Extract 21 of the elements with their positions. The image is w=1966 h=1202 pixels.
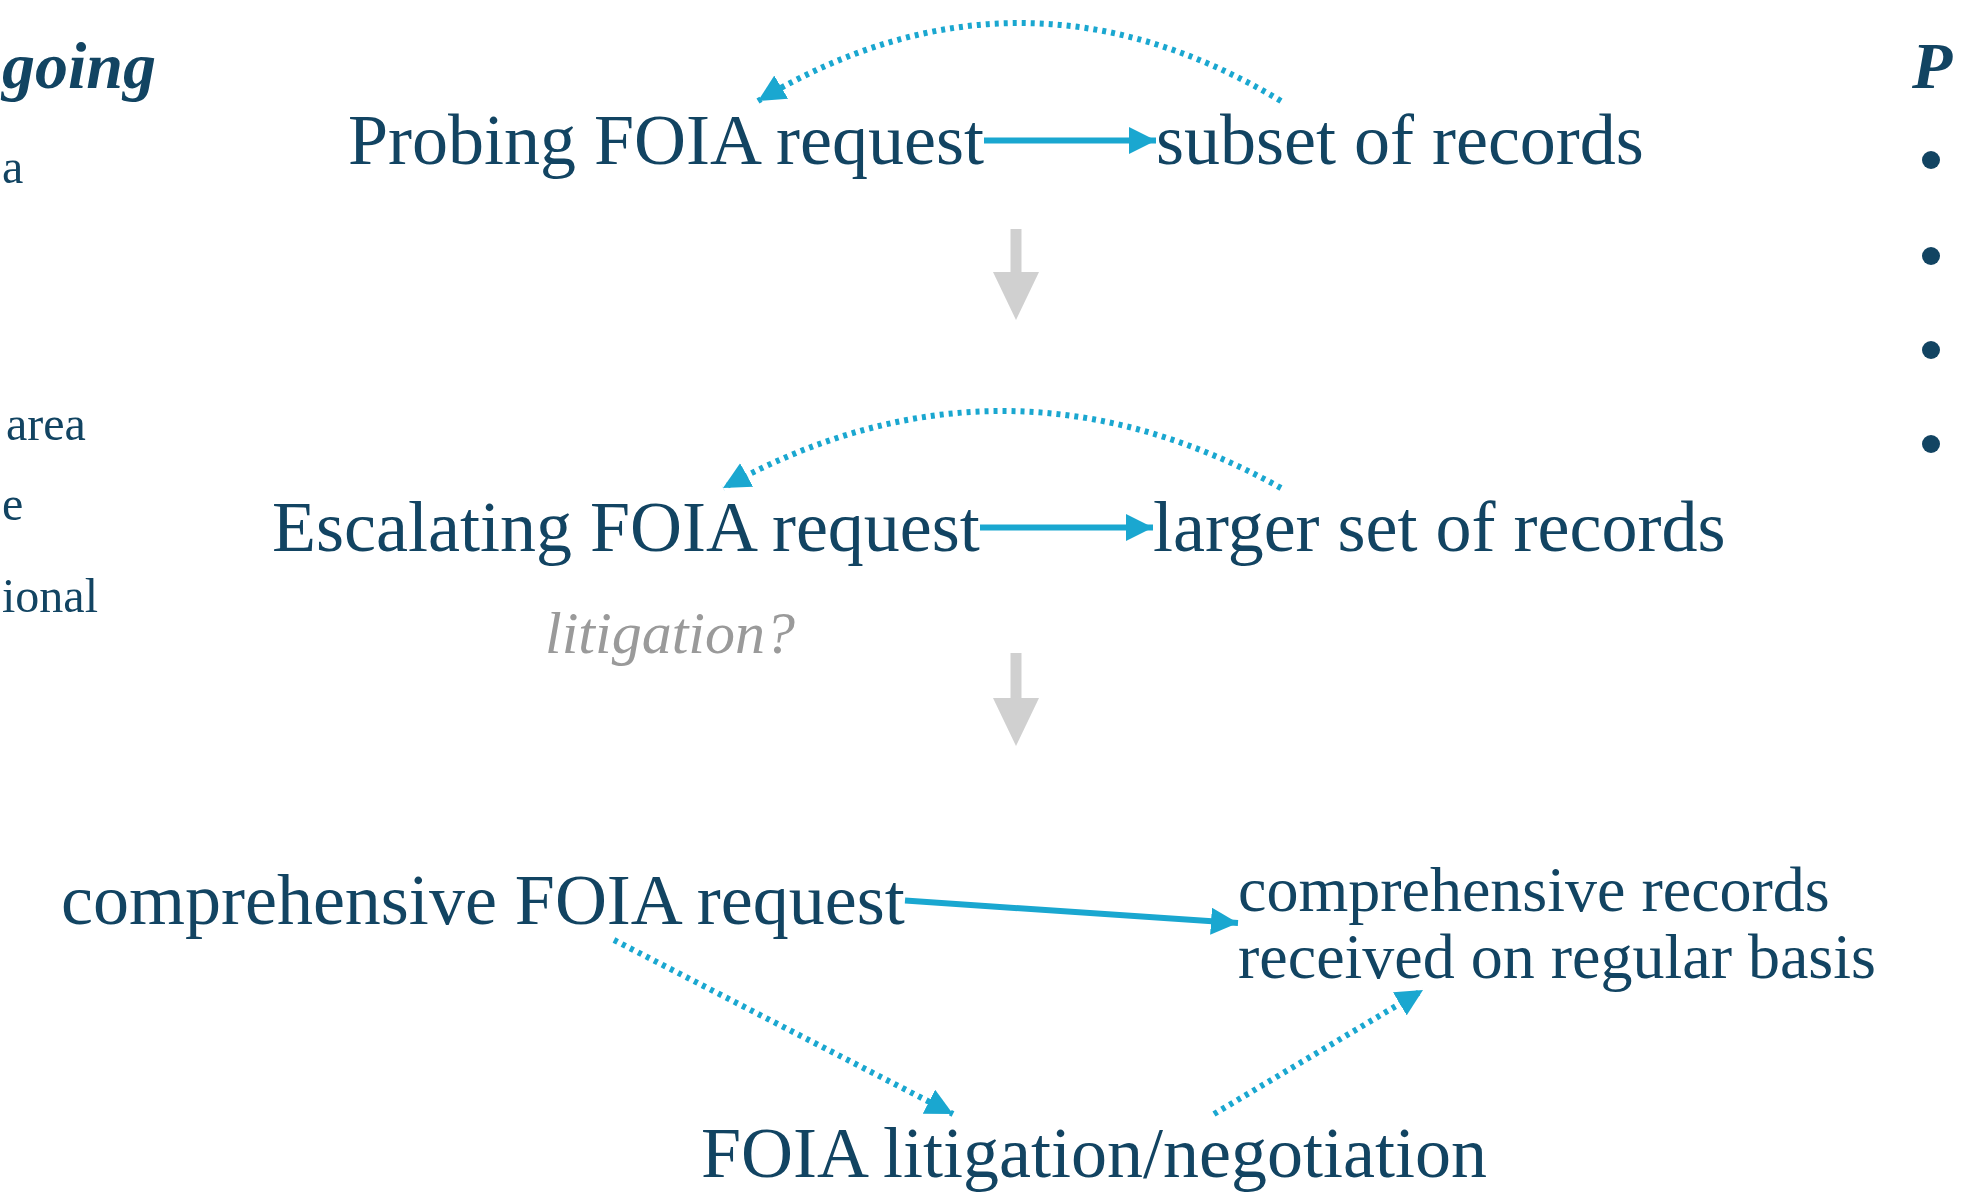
dotted-arrow bbox=[612, 937, 955, 1117]
stage-text: comprehensive records received on regular basis bbox=[1238, 856, 1877, 991]
stage-text: Probing FOIA request bbox=[348, 100, 984, 180]
arrow bbox=[980, 514, 1153, 541]
stage-text: FOIA litigation/negotiation bbox=[701, 1113, 1487, 1193]
dotted-arrow bbox=[1212, 987, 1425, 1117]
arrow bbox=[984, 127, 1156, 154]
note-text: litigation? bbox=[545, 600, 796, 666]
dotted-arrow bbox=[721, 408, 1283, 491]
list-text: area bbox=[6, 397, 86, 451]
stage-text: Escalating FOIA request bbox=[272, 487, 980, 567]
dotted-arrow bbox=[756, 20, 1283, 104]
stage-text: comprehensive FOIA request bbox=[61, 860, 905, 940]
stage-text: larger set of records bbox=[1153, 487, 1726, 567]
heading-text: going bbox=[2, 29, 157, 103]
heading-text: P bbox=[1912, 29, 1953, 103]
arrow bbox=[904, 897, 1239, 935]
stage-text: subset of records bbox=[1156, 100, 1644, 180]
list-text: a bbox=[2, 140, 24, 194]
list-text: e bbox=[2, 477, 24, 531]
list-text: ional bbox=[2, 569, 98, 623]
